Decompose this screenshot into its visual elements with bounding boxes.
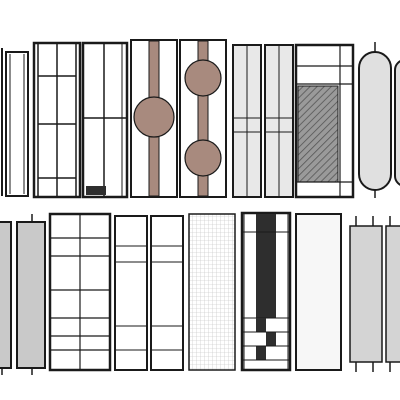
grey-tall-pair-panel-icon [0, 214, 46, 375]
dark-checker-panel-icon [240, 211, 292, 372]
rounded-pill-panel-icon [358, 42, 400, 198]
mesh-grid-panel-icon [188, 213, 236, 371]
shoji-grid-panel-icon [48, 212, 112, 372]
grid-panel-icon [32, 41, 82, 199]
brown-double-circle-panel-icon [179, 39, 227, 198]
thin-double-frame-panel-icon [1, 48, 29, 197]
brown-circle-motif-panel-icon [130, 39, 178, 198]
panel-with-base-block-icon [81, 41, 129, 199]
double-door-panel-icon [114, 215, 184, 371]
hatched-glass-panel-icon [294, 43, 355, 199]
hanging-grey-panel-icon [349, 216, 400, 372]
grey-split-panel-pair-icon [232, 44, 294, 198]
plain-white-panel-icon [295, 213, 342, 371]
